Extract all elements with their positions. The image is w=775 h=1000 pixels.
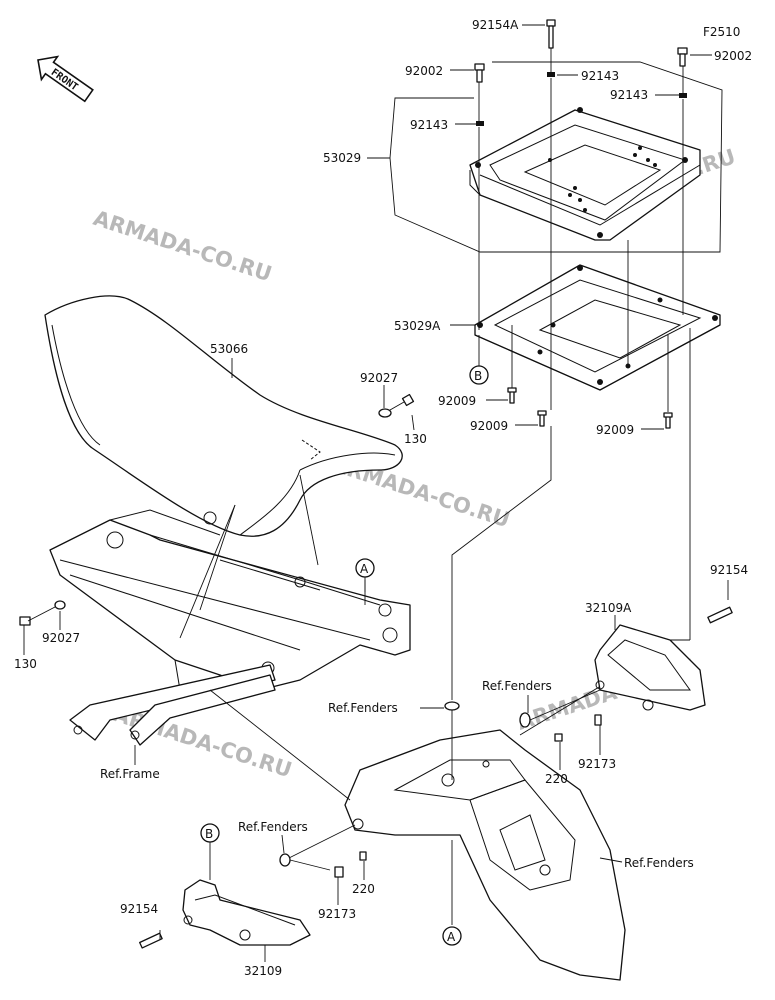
label-130-top: 130 (404, 432, 427, 446)
marker-A-top: A (355, 558, 375, 592)
watermark-1: ARMADA-CO.RU (90, 206, 274, 286)
label-92143-right: 92143 (610, 88, 648, 102)
front-arrow-badge: FRONT (37, 55, 94, 103)
figure-code: F2510 (703, 25, 740, 39)
label-32109A: 32109A (585, 601, 632, 615)
svg-text:B: B (205, 827, 213, 841)
label-leaders (23, 24, 729, 962)
label-92173-left: 92173 (318, 907, 356, 921)
bolt-92002-left (474, 63, 485, 83)
label-92143-left: 92143 (410, 118, 448, 132)
bolt-92154A (546, 19, 556, 49)
label-92009-a: 92009 (438, 394, 476, 408)
label-53029: 53029 (323, 151, 361, 165)
front-arrow-icon (37, 55, 94, 103)
bolts-130-washers-92027 (19, 393, 415, 626)
bracket-32109A (519, 606, 733, 742)
marker-A-bottom: A (442, 926, 462, 946)
label-92173-right: 92173 (578, 757, 616, 771)
label-ref-fenders-4: Ref.Fenders (624, 856, 694, 870)
washers-92143 (476, 72, 687, 126)
seat-frame (49, 474, 411, 746)
svg-text:B: B (474, 369, 482, 383)
label-92154-left: 92154 (120, 902, 158, 916)
seat-53066 (44, 295, 403, 537)
label-ref-fenders-1: Ref.Fenders (482, 679, 552, 693)
marker-B-top: B (469, 335, 489, 385)
bolts-92009 (507, 387, 673, 429)
label-32109: 32109 (244, 964, 282, 978)
label-92154A: 92154A (472, 18, 519, 32)
label-92027-top: 92027 (360, 371, 398, 385)
label-ref-fenders-3: Ref.Fenders (238, 820, 308, 834)
label-92009-b: 92009 (470, 419, 508, 433)
label-130-left: 130 (14, 657, 37, 671)
label-ref-fenders-2: Ref.Fenders (328, 701, 398, 715)
label-53066: 53066 (210, 342, 248, 356)
bolt-92002-right (677, 47, 688, 67)
svg-text:A: A (447, 930, 456, 944)
label-92009-c: 92009 (596, 423, 634, 437)
rear-fender (209, 649, 661, 981)
label-220-left: 220 (352, 882, 375, 896)
label-92002-right: 92002 (714, 49, 752, 63)
label-53029A: 53029A (394, 319, 441, 333)
svg-text:A: A (360, 562, 369, 576)
bracket-32109 (139, 851, 367, 949)
label-220-right: 220 (545, 772, 568, 786)
label-92002-left: 92002 (405, 64, 443, 78)
label-ref-frame: Ref.Frame (100, 767, 160, 781)
label-92027-left: 92027 (42, 631, 80, 645)
label-92154-right: 92154 (710, 563, 748, 577)
leader-lines-top (367, 48, 723, 700)
marker-B-bottom: B (200, 823, 220, 880)
carrier-53029 (469, 107, 701, 241)
part-labels: 92154A 92002 92002 92143 92143 92143 530… (14, 18, 752, 978)
label-92143-top: 92143 (581, 69, 619, 83)
